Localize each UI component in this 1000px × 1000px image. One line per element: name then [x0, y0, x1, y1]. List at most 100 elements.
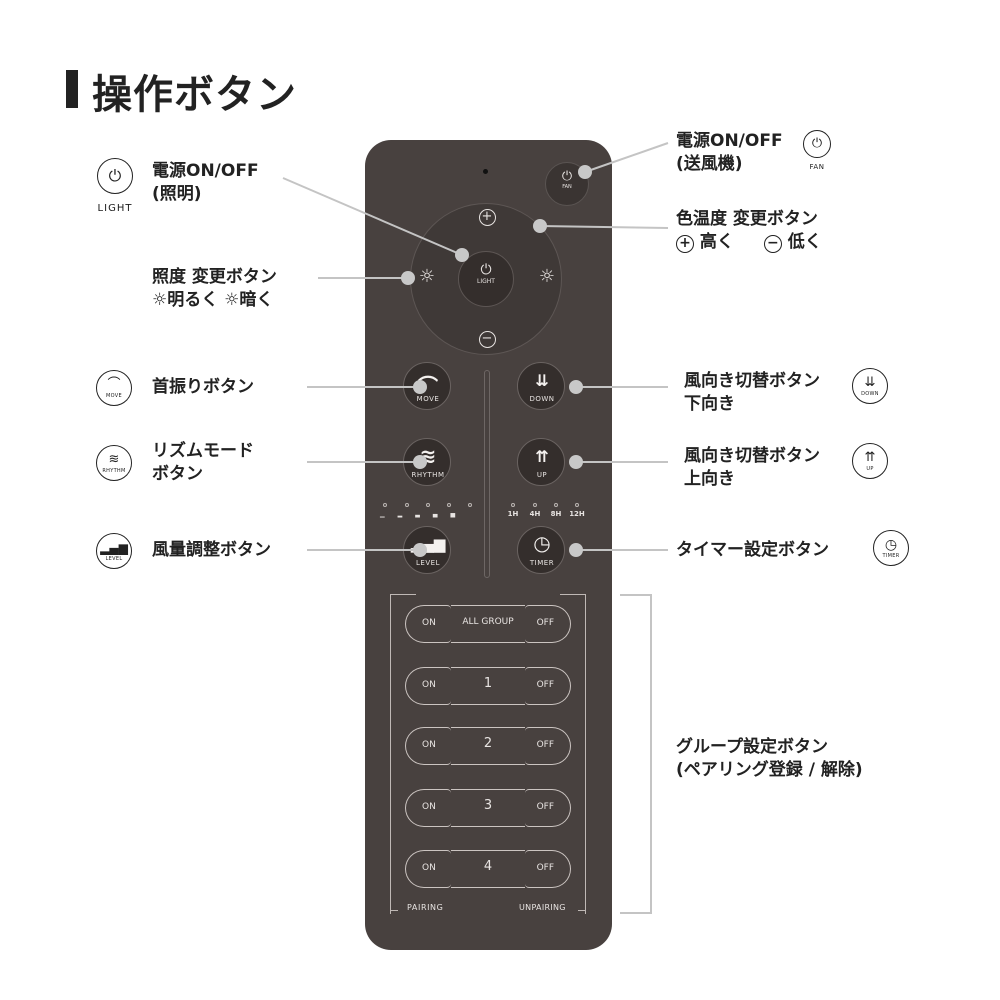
- timer-indicator-dot: [533, 503, 537, 507]
- leader-knob: [578, 165, 592, 179]
- level-indicator-dot: [426, 503, 430, 507]
- remote-center-slot: [484, 370, 490, 578]
- timer-mark-label: 12H: [569, 510, 585, 518]
- callout-line: (送風機): [676, 154, 743, 174]
- minus-circle-icon: −: [763, 235, 782, 253]
- title-accent-bar: [66, 70, 78, 108]
- group-off-label: OFF: [536, 802, 554, 812]
- level-button-label: LEVEL: [416, 559, 440, 567]
- group-row-label: 1: [483, 676, 493, 691]
- leader-knob: [413, 380, 427, 394]
- timer-callout: タイマー設定ボタン: [676, 540, 829, 560]
- group-on-button[interactable]: ON: [405, 605, 451, 643]
- group-off-button[interactable]: OFF: [525, 850, 571, 888]
- color-temp-up-button[interactable]: +: [477, 205, 497, 226]
- leader-knob: [533, 219, 547, 233]
- group-row-label: 4: [483, 859, 493, 874]
- group-on-label: ON: [422, 618, 436, 628]
- level-bars-icon: ▂▄▆: [100, 541, 128, 555]
- frame-corner: [560, 594, 586, 595]
- badge-sub-label: MOVE: [106, 393, 122, 399]
- fan-power-icon-sub: FAN: [809, 163, 825, 171]
- badge-sub-label: DOWN: [861, 391, 879, 397]
- airflow-up-icon: ⇈: [535, 447, 549, 466]
- leader-knob: [569, 455, 583, 469]
- group-on-button[interactable]: ON: [405, 727, 451, 765]
- light-power-button[interactable]: ⏻ LIGHT: [458, 251, 514, 307]
- timer-icon-badge: ◷ TIMER: [873, 530, 909, 566]
- badge-sub-label: LEVEL: [105, 556, 123, 562]
- brightness-down-button[interactable]: ☼: [536, 266, 558, 287]
- level-indicator-dot: [447, 503, 451, 507]
- level-indicator-dot: [405, 503, 409, 507]
- group-off-button[interactable]: OFF: [525, 667, 571, 705]
- swing-callout: 首振りボタン: [152, 377, 254, 397]
- power-icon: ⏻: [811, 136, 823, 151]
- callout-line-with-icons: ☼明るく ☼暗く: [152, 289, 277, 312]
- pairing-label: PAIRING: [407, 903, 444, 912]
- row-border: [451, 789, 525, 790]
- callout-line: ボタン: [152, 464, 203, 484]
- group-off-button[interactable]: OFF: [525, 605, 571, 643]
- level-indicator-dot: [468, 503, 472, 507]
- group-row-label: 3: [483, 798, 493, 813]
- callout-line: 下向き: [684, 394, 735, 414]
- callout-line: 電源ON/OFF: [152, 161, 259, 181]
- minus-circle-icon: −: [478, 331, 496, 348]
- group-on-button[interactable]: ON: [405, 789, 451, 827]
- light-power-icon-sub: LIGHT: [97, 203, 133, 214]
- timer-indicator-dot: [511, 503, 515, 507]
- group-on-label: ON: [422, 740, 436, 750]
- frame-corner: [390, 594, 416, 595]
- callout-line: (ペアリング登録 / 解除): [676, 760, 863, 780]
- brightness-up-button[interactable]: ☼: [416, 266, 438, 287]
- clock-icon: ◷: [884, 537, 898, 553]
- callout-line: 上向き: [684, 469, 735, 489]
- timer-indicator-dot: [575, 503, 579, 507]
- callout-line: 色温度 変更ボタン: [676, 209, 818, 229]
- group-off-label: OFF: [536, 680, 554, 690]
- leader-knob: [455, 248, 469, 262]
- timer-button-label: TIMER: [529, 559, 555, 567]
- color-temp-down-button[interactable]: −: [477, 327, 497, 348]
- sun-minus-icon: ☼: [538, 266, 556, 287]
- leader-color-temp: [539, 225, 669, 229]
- sun-minus-icon: ☼: [224, 290, 240, 310]
- callout-line: リズムモード: [152, 441, 254, 461]
- timer-button[interactable]: ◷ TIMER: [517, 526, 565, 574]
- callout-text: 暗く: [239, 290, 274, 310]
- up-button[interactable]: ⇈ UP: [517, 438, 565, 486]
- brightness-callout: 照度 変更ボタン ☼明るく ☼暗く: [152, 266, 277, 312]
- plus-circle-icon: +: [676, 235, 694, 253]
- row-border: [451, 887, 525, 888]
- clock-icon: ◷: [533, 531, 551, 555]
- fan-power-icon-badge: ⏻: [803, 130, 831, 158]
- group-section-frame: [390, 594, 586, 914]
- group-row-4: ON 4 OFF: [405, 850, 571, 888]
- timer-mark-label: 8H: [550, 510, 562, 518]
- callout-text: 明るく: [167, 290, 219, 310]
- callout-line: 電源ON/OFF: [676, 131, 783, 151]
- group-on-button[interactable]: ON: [405, 667, 451, 705]
- frame-corner: [578, 910, 586, 911]
- group-off-label: OFF: [536, 618, 554, 628]
- group-on-button[interactable]: ON: [405, 850, 451, 888]
- group-callout: グループ設定ボタン (ペアリング登録 / 解除): [676, 736, 863, 782]
- leader-fan-power: [584, 142, 669, 173]
- group-on-label: ON: [422, 802, 436, 812]
- down-button[interactable]: ⇊ DOWN: [517, 362, 565, 410]
- level-icon-badge: ▂▄▆ LEVEL: [96, 533, 132, 569]
- color-temp-callout: 色温度 変更ボタン + 高く − 低く: [676, 208, 822, 254]
- light-power-icon-badge: ⏻: [97, 158, 133, 194]
- airflow-down-icon: ⇊: [535, 371, 549, 390]
- group-off-button[interactable]: OFF: [525, 727, 571, 765]
- power-icon: ⏻: [561, 169, 573, 184]
- badge-sub-label: TIMER: [882, 553, 900, 559]
- group-callout-bracket: [620, 594, 652, 914]
- level-indicator-dot: [383, 503, 387, 507]
- row-border: [451, 605, 525, 606]
- group-off-button[interactable]: OFF: [525, 789, 571, 827]
- group-off-label: OFF: [536, 740, 554, 750]
- sun-plus-icon: ☼: [152, 290, 168, 310]
